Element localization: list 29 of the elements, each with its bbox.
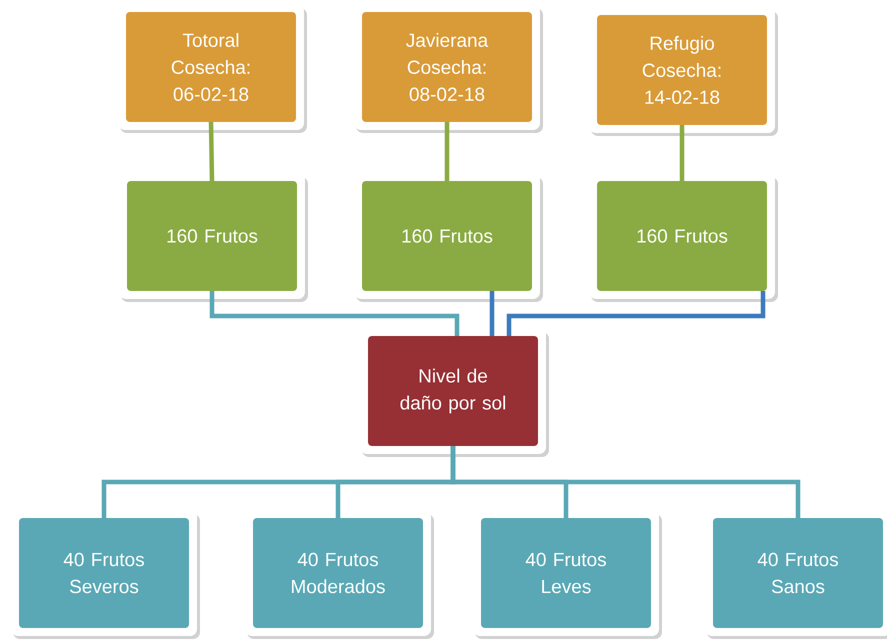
connector xyxy=(506,291,766,336)
category-box: 40 Frutos Leves xyxy=(473,510,662,639)
harvest-box: Refugio Cosecha: 14-02-18 xyxy=(589,7,778,136)
harvest-box: Javierana Cosecha: 08-02-18 xyxy=(354,4,543,133)
category-box: 40 Frutos Severos xyxy=(11,510,200,639)
connector xyxy=(490,291,494,336)
node-label: 160 Frutos xyxy=(638,229,728,243)
connector xyxy=(444,122,450,181)
node-label: Refugio Cosecha: 14-02-18 xyxy=(642,36,720,104)
node-label: 40 Frutos Severos xyxy=(64,552,144,594)
node-label: 40 Frutos Sanos xyxy=(758,552,838,594)
fruit-count-box: 160 Frutos xyxy=(119,173,308,302)
node-label: Javierana Cosecha: 08-02-18 xyxy=(406,33,488,101)
node-label: Nivel de daño por sol xyxy=(400,368,506,414)
fruit-count-box: 160 Frutos xyxy=(354,173,543,302)
connector xyxy=(210,291,460,336)
node-label: 40 Frutos Moderados xyxy=(292,552,385,594)
harvest-box: Totoral Cosecha: 06-02-18 xyxy=(118,4,307,133)
connector xyxy=(680,125,684,181)
connector xyxy=(450,446,800,518)
category-box: 40 Frutos Moderados xyxy=(245,510,434,639)
damage-level-box: Nivel de daño por sol xyxy=(360,328,549,457)
category-box: 40 Frutos Sanos xyxy=(705,510,887,639)
node-label: 40 Frutos Leves xyxy=(526,552,606,594)
node-label: Totoral Cosecha: 06-02-18 xyxy=(172,33,250,101)
node-label: 160 Frutos xyxy=(402,229,492,243)
node-label: 160 Frutos xyxy=(168,229,258,243)
fruit-count-box: 160 Frutos xyxy=(589,173,778,302)
connector xyxy=(208,122,214,182)
